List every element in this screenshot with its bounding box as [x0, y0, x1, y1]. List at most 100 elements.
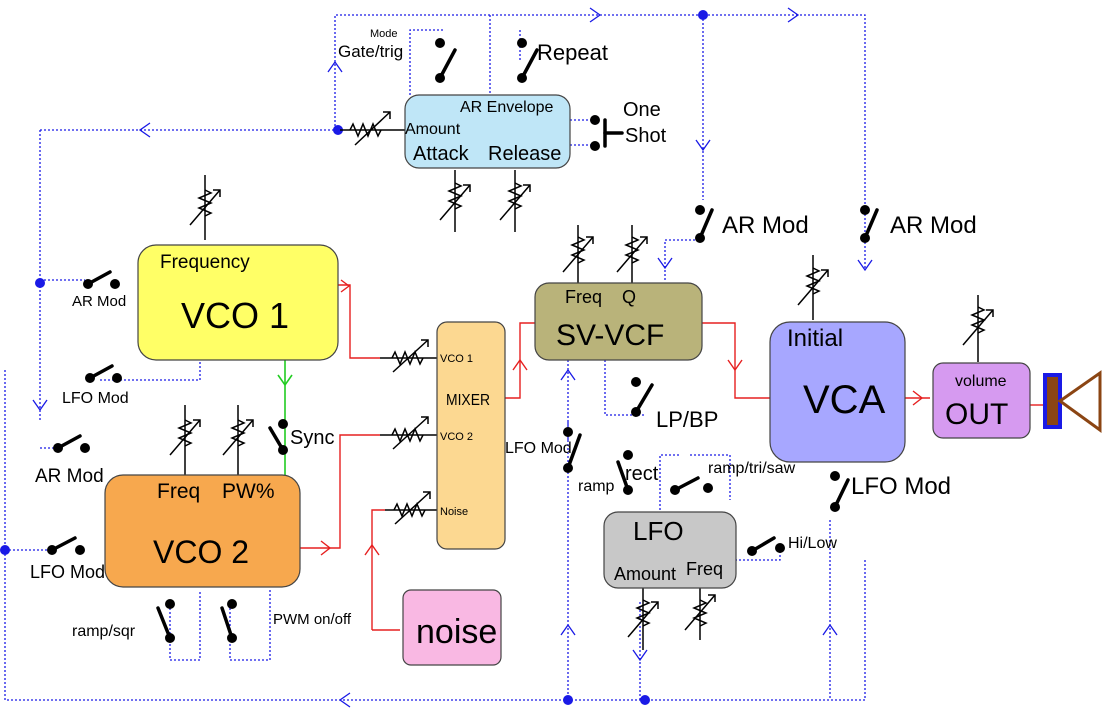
mixer-box: [436, 321, 506, 550]
vca-ar-mod-switch[interactable]: [860, 205, 879, 243]
out-volume-label: volume: [955, 373, 1007, 390]
hi-low-label: Hi/Low: [788, 535, 837, 552]
filter-title: SV-VCF: [556, 319, 664, 352]
control-arrowheads: [32, 7, 873, 708]
ramp-rect-switch[interactable]: [616, 450, 633, 495]
out-title: OUT: [945, 398, 1008, 431]
vco2-lfo-mod-switch[interactable]: [47, 536, 85, 555]
vca-title: VCA: [803, 378, 886, 422]
ar-envelope-release: Release: [488, 143, 561, 165]
ramp-tri-saw-switch[interactable]: [670, 476, 713, 495]
lp-bp-label: LP/BP: [656, 407, 718, 432]
vco1-box: [137, 244, 339, 361]
vca-initial-label: Initial: [787, 325, 843, 352]
vco1-freq-pot[interactable]: [189, 175, 221, 240]
vco1-ar-mod-switch[interactable]: [83, 270, 120, 289]
potentiometers: [169, 111, 994, 650]
ar-envelope-title: AR Envelope: [460, 99, 553, 116]
control-wires: [4, 14, 866, 701]
mixer-in-vco1: VCO 1: [440, 353, 473, 365]
mixer-vco2-pot[interactable]: [380, 416, 437, 450]
sync-switch[interactable]: [268, 419, 288, 455]
out-box: [932, 362, 1031, 439]
mixer-noise-pot[interactable]: [385, 491, 437, 525]
ramp-tri-saw-label: ramp/tri/saw: [708, 460, 796, 477]
pwm-label: PWM on/off: [273, 611, 352, 628]
switches: [47, 38, 879, 643]
vco2-freq-label: Freq: [157, 480, 200, 503]
filter-freq-pot[interactable]: [562, 225, 594, 285]
mixer-in-vco2: VCO 2: [440, 431, 473, 443]
speaker-cone: [1057, 370, 1102, 433]
filter-lfo-mod-switch[interactable]: [563, 427, 582, 473]
vco1-lfo-mod-switch[interactable]: [85, 364, 122, 383]
lfo-freq-pot[interactable]: [684, 588, 716, 640]
filter-q-pot[interactable]: [616, 225, 648, 285]
ar-envelope-attack: Attack: [413, 143, 470, 165]
repeat-switch[interactable]: [517, 38, 539, 83]
ar-amount-pot[interactable]: [340, 111, 405, 146]
vco2-freq-pot[interactable]: [169, 405, 201, 475]
vca-initial-pot[interactable]: [797, 255, 829, 320]
lfo-freq-label: Freq: [686, 559, 723, 579]
repeat-label: Repeat: [537, 40, 608, 65]
ar-envelope-box: [404, 94, 571, 169]
lfo-amount-label: Amount: [614, 564, 676, 584]
shot-label: Shot: [625, 125, 667, 147]
junction-dots: [0, 10, 708, 705]
vco2-ar-mod-label: AR Mod: [35, 466, 104, 487]
noise-title: noise: [416, 613, 497, 651]
lfo-title: LFO: [633, 516, 684, 546]
vca-lfo-mod-label: LFO Mod: [851, 473, 951, 500]
ar-attack-pot[interactable]: [439, 170, 471, 232]
noise-box: [402, 589, 502, 666]
mixer-vco1-pot[interactable]: [380, 339, 437, 373]
vca-lfo-mod-switch[interactable]: [830, 471, 850, 512]
mixer-title: MIXER: [446, 392, 490, 409]
vco2-pw-pot[interactable]: [222, 405, 254, 475]
vco2-box: [104, 474, 301, 588]
filter-lfo-mod-label: LFO Mod: [505, 440, 572, 457]
gate-trig-label: Gate/trig: [338, 42, 403, 61]
filter-q-label: Q: [622, 287, 636, 307]
filter-freq-label: Freq: [565, 287, 602, 307]
ar-envelope-amount: Amount: [405, 121, 461, 138]
vco2-lfo-mod-label: LFO Mod: [30, 562, 105, 582]
pwm-switch[interactable]: [220, 599, 237, 643]
vca-box: [769, 321, 906, 463]
one-shot-switch[interactable]: [590, 115, 624, 151]
rect-label: rect: [625, 463, 659, 485]
vco2-pw-label: PW%: [222, 480, 275, 503]
vco2-ar-mod-switch[interactable]: [53, 434, 90, 453]
lp-bp-switch[interactable]: [631, 377, 654, 417]
vco1-ar-mod-label: AR Mod: [72, 293, 126, 310]
volume-pot[interactable]: [962, 295, 994, 362]
sync-label: Sync: [290, 427, 334, 449]
mode-label: Mode: [370, 28, 398, 40]
module-labels: AR Envelope Amount Attack Release Freque…: [153, 99, 1008, 651]
audio-arrowheads: [320, 279, 924, 556]
ramp-sqr-switch[interactable]: [156, 599, 175, 643]
hi-low-switch[interactable]: [747, 536, 785, 556]
one-label: One: [623, 99, 661, 121]
module-boxes: [104, 94, 1031, 666]
filter-ar-mod-label: AR Mod: [722, 212, 809, 239]
sync-wire: [277, 360, 293, 475]
ar-release-pot[interactable]: [499, 170, 531, 232]
vca-ar-mod-label: AR Mod: [890, 212, 977, 239]
filter-ar-mod-switch[interactable]: [695, 205, 714, 243]
ramp-label: ramp: [578, 478, 615, 495]
lfo-box: [603, 511, 737, 589]
vco1-lfo-mod-label: LFO Mod: [62, 390, 129, 407]
lfo-amount-pot[interactable]: [627, 588, 659, 650]
vco2-title: VCO 2: [153, 534, 249, 570]
speaker-icon: [1043, 370, 1102, 433]
switch-labels: Mode Gate/trig Repeat One Shot AR Mod LF…: [30, 28, 977, 640]
mixer-in-noise: Noise: [440, 506, 468, 518]
filter-box: [534, 282, 703, 361]
vco1-title: VCO 1: [181, 295, 289, 336]
mode-switch[interactable]: [435, 38, 457, 83]
vco1-frequency-label: Frequency: [160, 252, 250, 273]
ramp-sqr-label: ramp/sqr: [72, 623, 136, 640]
